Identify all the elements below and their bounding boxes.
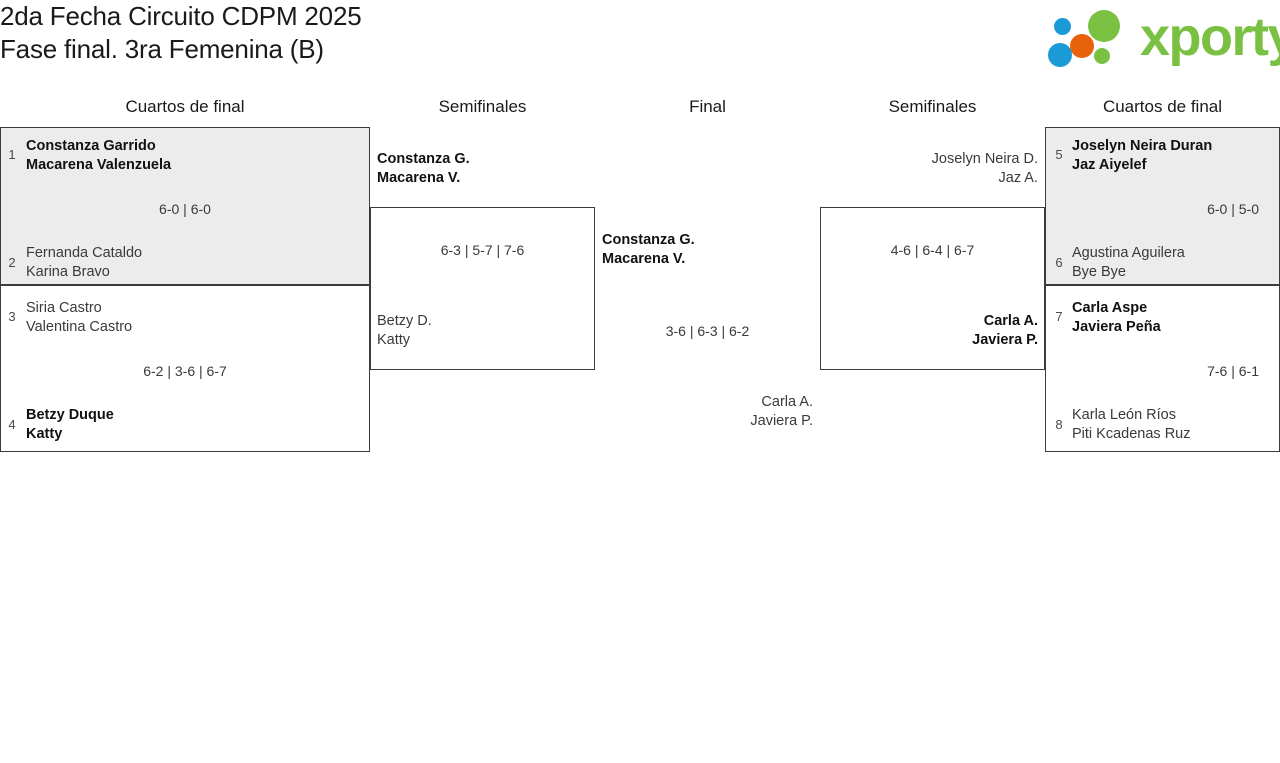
logo-dot-blue-large [1048, 43, 1072, 67]
score-right-qf-2: 7-6 | 6-1 [1207, 363, 1259, 379]
team-line-1: Carla A. [983, 313, 1038, 329]
team-line-2: Valentina Castro [26, 319, 133, 335]
title-line-2: Fase final. 3ra Femenina (B) [0, 34, 324, 64]
team-left-sf-top[interactable]: Constanza G. Macarena V. [377, 150, 470, 188]
team-line-1: Constanza G. [377, 151, 470, 167]
logo-dot-blue-small [1054, 18, 1071, 35]
logo-dots-icon [1048, 10, 1140, 68]
team-line-1: Joselyn Neira D. [931, 151, 1038, 167]
match-box-left-sf[interactable] [370, 207, 595, 370]
logo-dot-green-large [1088, 10, 1120, 42]
logo-dot-green-small [1094, 48, 1110, 64]
team-line-1: Joselyn Neira Duran [1072, 138, 1213, 154]
seed-number: 3 [8, 309, 16, 324]
seed-number: 5 [1055, 147, 1063, 162]
team-line-1: Agustina Aguilera [1072, 245, 1185, 261]
seed-number: 6 [1055, 255, 1063, 270]
team-left-qf-1-top[interactable]: Constanza Garrido Macarena Valenzuela [26, 137, 171, 175]
team-right-qf-1-top[interactable]: Joselyn Neira Duran Jaz Aiyelef [1072, 137, 1212, 175]
score-right-qf-1: 6-0 | 5-0 [1207, 201, 1259, 217]
team-right-qf-2-top[interactable]: Carla Aspe Javiera Peña [1072, 299, 1161, 337]
match-box-right-qf-2[interactable] [1045, 285, 1280, 452]
team-right-sf-top[interactable]: Joselyn Neira D. Jaz A. [827, 150, 1038, 188]
match-box-right-sf[interactable] [820, 207, 1045, 370]
team-line-2: Jaz Aiyelef [1072, 157, 1147, 173]
team-final-bottom[interactable]: Carla A. Javiera P. [602, 393, 813, 431]
match-box-left-qf-1[interactable] [0, 127, 370, 285]
title-line-1: 2da Fecha Circuito CDPM 2025 [0, 1, 362, 31]
seed-number: 4 [8, 417, 16, 432]
team-line-1: Fernanda Cataldo [26, 245, 143, 261]
round-header-left-quarters: Cuartos de final [125, 97, 245, 116]
logo-wordmark: xporty [1140, 7, 1280, 67]
team-line-2: Piti Kcadenas Ruz [1072, 426, 1191, 442]
team-line-1: Karla León Ríos [1072, 407, 1176, 423]
team-line-2: Katty [377, 332, 411, 348]
seed-number: 8 [1055, 417, 1063, 432]
team-line-2: Javiera P. [750, 413, 813, 429]
round-header-right-semis: Semifinales [888, 97, 977, 116]
score-final: 3-6 | 6-3 | 6-2 [665, 323, 750, 339]
xporty-logo[interactable]: xporty [1040, 6, 1280, 68]
team-line-2: Karina Bravo [26, 264, 110, 280]
match-box-right-qf-1[interactable] [1045, 127, 1280, 285]
round-header-right-quarters: Cuartos de final [1102, 97, 1223, 116]
score-left-sf: 6-3 | 5-7 | 7-6 [440, 242, 525, 258]
team-line-2: Macarena Valenzuela [26, 157, 172, 173]
team-line-1: Carla Aspe [1072, 300, 1148, 316]
team-line-1: Constanza G. [602, 232, 695, 248]
team-line-2: Bye Bye [1072, 264, 1126, 280]
round-header-left-semis: Semifinales [438, 97, 527, 116]
team-line-1: Betzy D. [377, 313, 432, 329]
team-right-sf-bottom[interactable]: Carla A. Javiera P. [827, 312, 1038, 350]
seed-number: 2 [8, 255, 16, 270]
team-line-2: Javiera Peña [1072, 319, 1161, 335]
page-title: 2da Fecha Circuito CDPM 2025 Fase final.… [0, 0, 800, 66]
team-final-top[interactable]: Constanza G. Macarena V. [602, 231, 695, 269]
team-left-qf-2-top[interactable]: Siria Castro Valentina Castro [26, 299, 132, 337]
score-right-sf: 4-6 | 6-4 | 6-7 [890, 242, 975, 258]
round-header-final: Final [689, 97, 726, 116]
score-left-qf-1: 6-0 | 6-0 [159, 201, 211, 217]
team-line-2: Javiera P. [972, 332, 1038, 348]
seed-number: 1 [8, 147, 16, 162]
team-right-qf-1-bottom[interactable]: Agustina Aguilera Bye Bye [1072, 244, 1185, 282]
match-box-left-qf-2[interactable] [0, 285, 370, 452]
team-line-2: Jaz A. [998, 170, 1039, 186]
team-line-2: Macarena V. [602, 251, 686, 267]
team-line-1: Siria Castro [26, 300, 102, 316]
team-line-2: Macarena V. [377, 170, 461, 186]
team-left-sf-bottom[interactable]: Betzy D. Katty [377, 312, 432, 350]
team-line-1: Constanza Garrido [26, 138, 156, 154]
team-line-2: Katty [26, 426, 63, 442]
score-left-qf-2: 6-2 | 3-6 | 6-7 [143, 363, 227, 379]
team-line-1: Betzy Duque [26, 407, 114, 423]
team-line-1: Carla A. [761, 394, 813, 410]
team-left-qf-1-bottom[interactable]: Fernanda Cataldo Karina Bravo [26, 244, 142, 282]
team-right-qf-2-bottom[interactable]: Karla León Ríos Piti Kcadenas Ruz [1072, 406, 1190, 444]
logo-dot-orange [1070, 34, 1094, 58]
team-left-qf-2-bottom[interactable]: Betzy Duque Katty [26, 406, 114, 444]
seed-number: 7 [1055, 309, 1063, 324]
